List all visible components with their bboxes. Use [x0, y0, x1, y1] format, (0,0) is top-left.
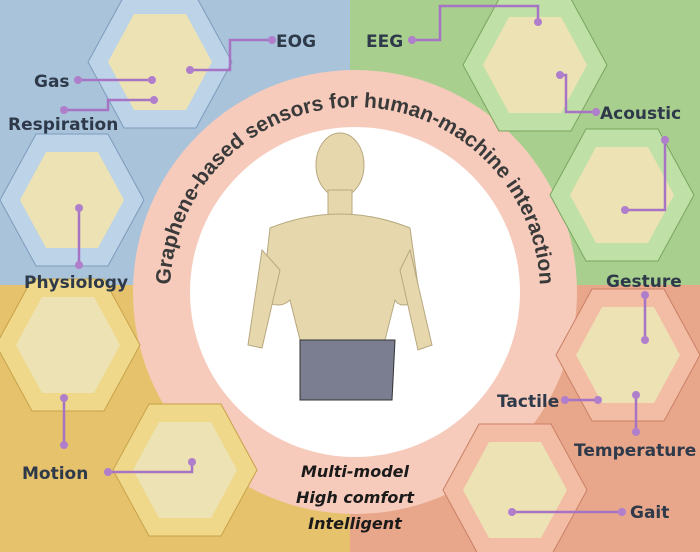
- label-gesture: Gesture: [606, 272, 682, 292]
- label-gait: Gait: [630, 503, 669, 523]
- label-respiration: Respiration: [8, 115, 118, 135]
- label-tactile: Tactile: [497, 392, 559, 412]
- label-motion: Motion: [22, 464, 88, 484]
- label-acoustic: Acoustic: [600, 104, 681, 124]
- label-temperature: Temperature: [574, 441, 696, 461]
- label-physiology: Physiology: [24, 273, 128, 293]
- label-gas: Gas: [34, 72, 70, 92]
- feature-2: High comfort: [296, 488, 415, 507]
- label-eog: EOG: [276, 32, 316, 52]
- label-eeg: EEG: [366, 32, 403, 52]
- feature-3: Intelligent: [308, 514, 403, 533]
- feature-1: Multi-model: [301, 462, 410, 481]
- human-figure: [247, 132, 433, 401]
- connector-lines: [60, 4, 669, 516]
